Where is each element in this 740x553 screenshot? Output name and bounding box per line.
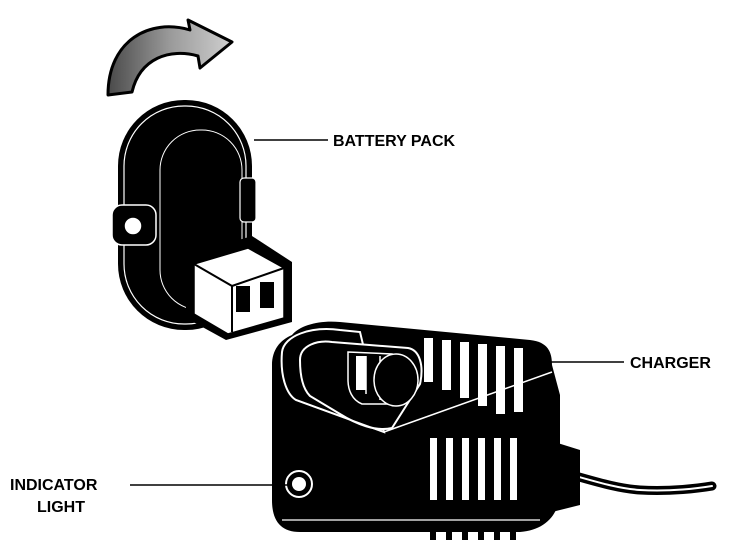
battery-terminal-stem: [186, 236, 292, 340]
charger-top-vents: [424, 338, 523, 414]
charger-label: CHARGER: [630, 355, 711, 372]
charger-front-vents: [430, 438, 517, 500]
indicator-light: [285, 470, 313, 498]
charger-illustration: [272, 321, 717, 540]
curved-rotate-arrow-icon: [106, 18, 234, 97]
indicator-light-label-line1: INDICATOR: [10, 477, 98, 494]
indicator-light-label-line2: LIGHT: [37, 499, 85, 516]
battery-release-tab: [111, 204, 157, 246]
battery-pack-label: BATTERY PACK: [333, 133, 456, 150]
charger-socket: [347, 351, 419, 407]
battery-pack-illustration: [111, 100, 292, 340]
